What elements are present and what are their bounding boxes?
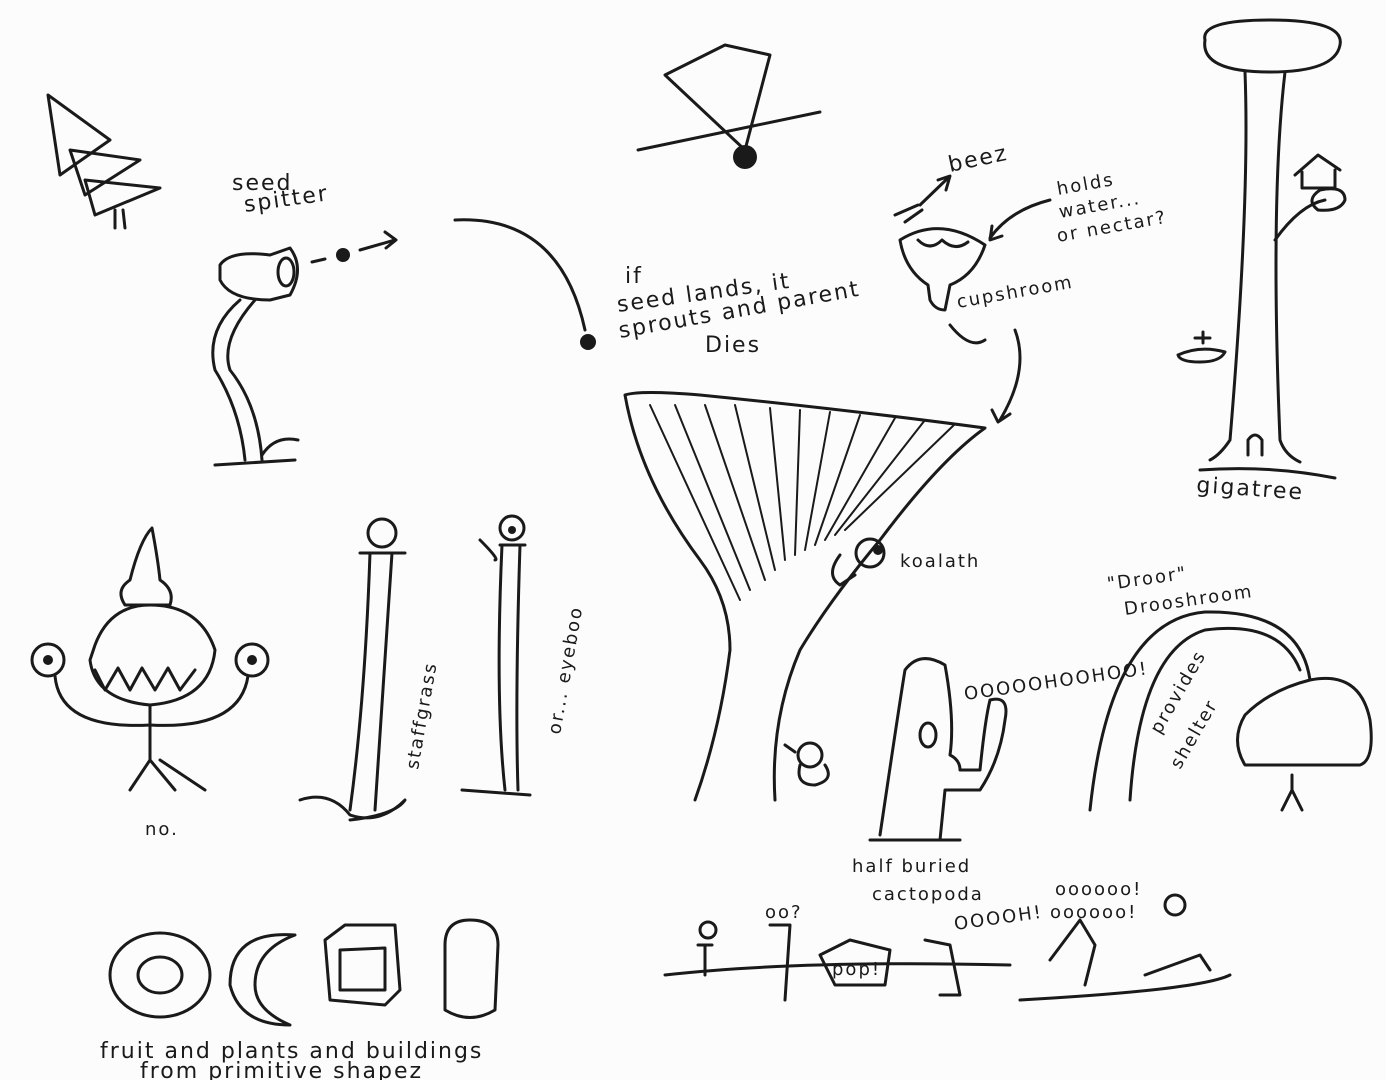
label-seed-note-1: if (625, 264, 643, 289)
label-gigatree: gigatree (1196, 473, 1305, 505)
no-creature-drawing (30, 526, 270, 792)
staffgrass-drawing (298, 514, 532, 822)
label-cactopoda: cactopoda (872, 884, 984, 905)
fan-mushroom-drawing (623, 391, 987, 802)
seed-spitter-drawing (211, 218, 596, 467)
cactopoda-drawing (868, 657, 1008, 842)
label-koalath: koalath (900, 551, 980, 572)
cone-drawing (636, 43, 822, 169)
primitive-shapes-drawing (108, 918, 500, 1027)
label-shapes-1: fruit and plants and buildings (100, 1039, 483, 1064)
drooshroom-drawing (1088, 610, 1373, 812)
label-ooooh: OOOOH! (953, 902, 1044, 935)
label-pop: pop! (832, 959, 881, 980)
label-seed-note-4: Dies (705, 333, 761, 358)
label-eyeboo: or... eyeboo (544, 604, 587, 736)
label-cupshroom: cupshroom (955, 272, 1075, 313)
label-half-buried: half buried (852, 856, 971, 877)
label-droor: "Droor" (1106, 563, 1189, 595)
label-staffgrass: staffgrass (402, 660, 442, 771)
label-oooooo-2: oooooo! (1050, 902, 1137, 923)
cupshroom-drawing (893, 174, 1052, 424)
label-shapes-2: from primitive shapez (140, 1059, 423, 1080)
label-beez: beez (946, 141, 1010, 178)
comic-strip-drawing (663, 893, 1232, 1002)
gigatree-drawing (1176, 18, 1347, 480)
pine-tree-drawing (46, 93, 162, 230)
label-oooooo-1: oooooo! (1055, 879, 1142, 900)
label-seed: seed (232, 171, 293, 196)
label-no: no. (145, 819, 179, 840)
label-oo: oo? (765, 902, 803, 923)
